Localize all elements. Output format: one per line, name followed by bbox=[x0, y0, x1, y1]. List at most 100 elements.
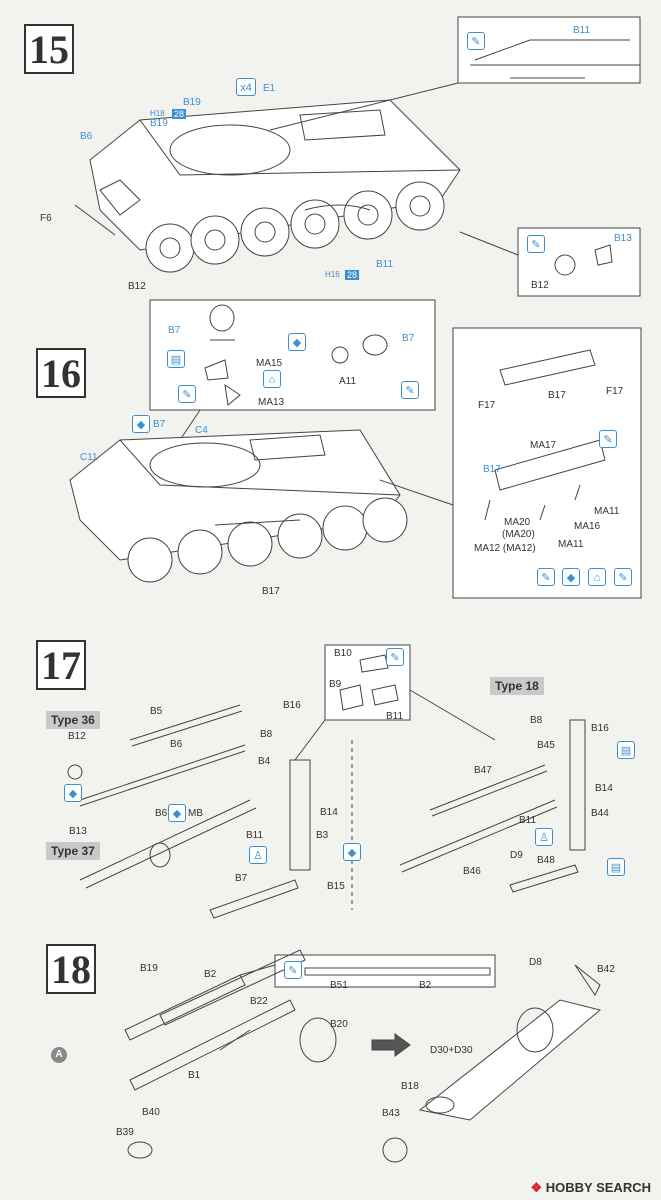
part-label: MA12 (MA12) bbox=[474, 543, 536, 554]
cut-icon: ◆ bbox=[288, 333, 306, 351]
part-label: B14 bbox=[595, 783, 613, 794]
glue-icon: ✎ bbox=[401, 381, 419, 399]
type36-tag: Type 36 bbox=[46, 711, 100, 729]
part-label: D8 bbox=[529, 957, 542, 968]
type18-tag: Type 18 bbox=[490, 677, 544, 695]
step18-gun-drawing bbox=[382, 964, 602, 1163]
brand-logo-text: HOBBY bbox=[545, 1180, 593, 1195]
step17-type18-drawing bbox=[399, 719, 586, 893]
part-label: MA20 bbox=[504, 517, 531, 528]
part-label: B3 bbox=[316, 830, 329, 841]
type37-tag: Type 37 bbox=[46, 842, 100, 860]
step16-hull-drawing bbox=[69, 429, 408, 583]
part-label: B5 bbox=[150, 706, 163, 717]
part-label: D30+D30 bbox=[430, 1045, 473, 1056]
part-label: B12 bbox=[128, 281, 146, 292]
glue-icon: ✎ bbox=[614, 568, 632, 586]
cut-icon: ◆ bbox=[562, 568, 580, 586]
part-label: A11 bbox=[339, 376, 357, 387]
glue-icon: ✎ bbox=[527, 235, 545, 253]
part-label: B16 bbox=[591, 723, 609, 734]
part-label: B17 bbox=[548, 390, 566, 401]
part-label: B15 bbox=[327, 881, 345, 892]
h-ref-badge: 28 bbox=[172, 109, 187, 119]
flip-icon: ⌂ bbox=[588, 568, 606, 586]
sand-icon: ▤ bbox=[167, 350, 185, 368]
part-label: B11 bbox=[573, 25, 591, 36]
part-label: MB bbox=[188, 808, 203, 819]
part-label: B17 bbox=[262, 586, 280, 597]
part-label: B7 bbox=[235, 873, 248, 884]
repeat-x4-icon: x4 bbox=[236, 78, 256, 96]
part-label: B40 bbox=[142, 1107, 160, 1118]
step-number-18: 18 bbox=[46, 944, 96, 994]
part-label: B47 bbox=[474, 765, 492, 776]
h-ref-label: H16 bbox=[325, 270, 340, 279]
step17-barrels-drawing bbox=[67, 704, 311, 919]
part-label: B9 bbox=[329, 679, 342, 690]
part-label: B11 bbox=[386, 711, 404, 722]
part-label: B11 bbox=[246, 830, 264, 841]
step-number-17: 17 bbox=[36, 640, 86, 690]
hobbysearch-logo-icon: ❖ bbox=[530, 1180, 543, 1195]
part-label: B20 bbox=[330, 1019, 348, 1030]
part-label: B16 bbox=[283, 700, 301, 711]
part-label: (MA20) bbox=[502, 529, 535, 540]
part-label: B45 bbox=[537, 740, 555, 751]
glue-icon: ✎ bbox=[178, 385, 196, 403]
sand-icon: ▤ bbox=[617, 741, 635, 759]
part-label: B1 bbox=[188, 1070, 201, 1081]
part-label: B18 bbox=[401, 1081, 419, 1092]
part-label: B19 bbox=[140, 963, 158, 974]
brand-text: SEARCH bbox=[596, 1180, 651, 1195]
step18-frame-drawing bbox=[124, 949, 337, 1159]
cut-icon: ◆ bbox=[168, 804, 186, 822]
step15-hull-drawing bbox=[74, 99, 461, 273]
part-label: F6 bbox=[40, 213, 52, 224]
part-label: B48 bbox=[537, 855, 555, 866]
part-label: B11 bbox=[376, 259, 394, 270]
glue-icon: ✎ bbox=[284, 961, 302, 979]
glue-icon: ✎ bbox=[599, 430, 617, 448]
paint-icon: ♙ bbox=[535, 828, 553, 846]
part-label: C4 bbox=[195, 425, 208, 436]
part-label: F17 bbox=[606, 386, 624, 397]
part-label: MA16 bbox=[574, 521, 601, 532]
h-ref-badge: 28 bbox=[345, 270, 360, 280]
part-label: B8 bbox=[530, 715, 543, 726]
flip-icon: ⌂ bbox=[263, 370, 281, 388]
part-label: B19 bbox=[183, 97, 201, 108]
part-label: E1 bbox=[263, 83, 276, 94]
part-label: B12 bbox=[68, 731, 86, 742]
part-label: MA11 bbox=[594, 506, 620, 517]
part-label: B11 bbox=[519, 815, 537, 826]
step-number-16: 16 bbox=[36, 348, 86, 398]
part-label: B10 bbox=[334, 648, 352, 659]
part-label: B13 bbox=[69, 826, 87, 837]
part-label: B6 bbox=[80, 131, 93, 142]
part-label: B39 bbox=[116, 1127, 134, 1138]
part-label: B8 bbox=[260, 729, 273, 740]
glue-icon: ✎ bbox=[467, 32, 485, 50]
part-label: B6 bbox=[155, 808, 168, 819]
step-number-15: 15 bbox=[24, 24, 74, 74]
part-label: B13 bbox=[614, 233, 632, 244]
glue-icon: ✎ bbox=[537, 568, 555, 586]
part-label: C11 bbox=[80, 452, 98, 463]
h-ref-label: H18 bbox=[150, 109, 165, 118]
part-label: B51 bbox=[330, 980, 348, 991]
part-label: B44 bbox=[591, 808, 609, 819]
part-label: B7 bbox=[402, 333, 415, 344]
glue-icon: ✎ bbox=[386, 648, 404, 666]
sand-icon: ▤ bbox=[607, 858, 625, 876]
part-label: B17 bbox=[483, 464, 501, 475]
subassembly-a-marker: A bbox=[51, 1047, 67, 1063]
part-label: B12 bbox=[531, 280, 549, 291]
paint-icon: ♙ bbox=[249, 846, 267, 864]
part-label: MA15 bbox=[256, 358, 283, 369]
part-label: F17 bbox=[478, 400, 496, 411]
cut-icon: ◆ bbox=[132, 415, 150, 433]
part-label: B6 bbox=[170, 739, 183, 750]
part-label: B42 bbox=[597, 964, 615, 975]
